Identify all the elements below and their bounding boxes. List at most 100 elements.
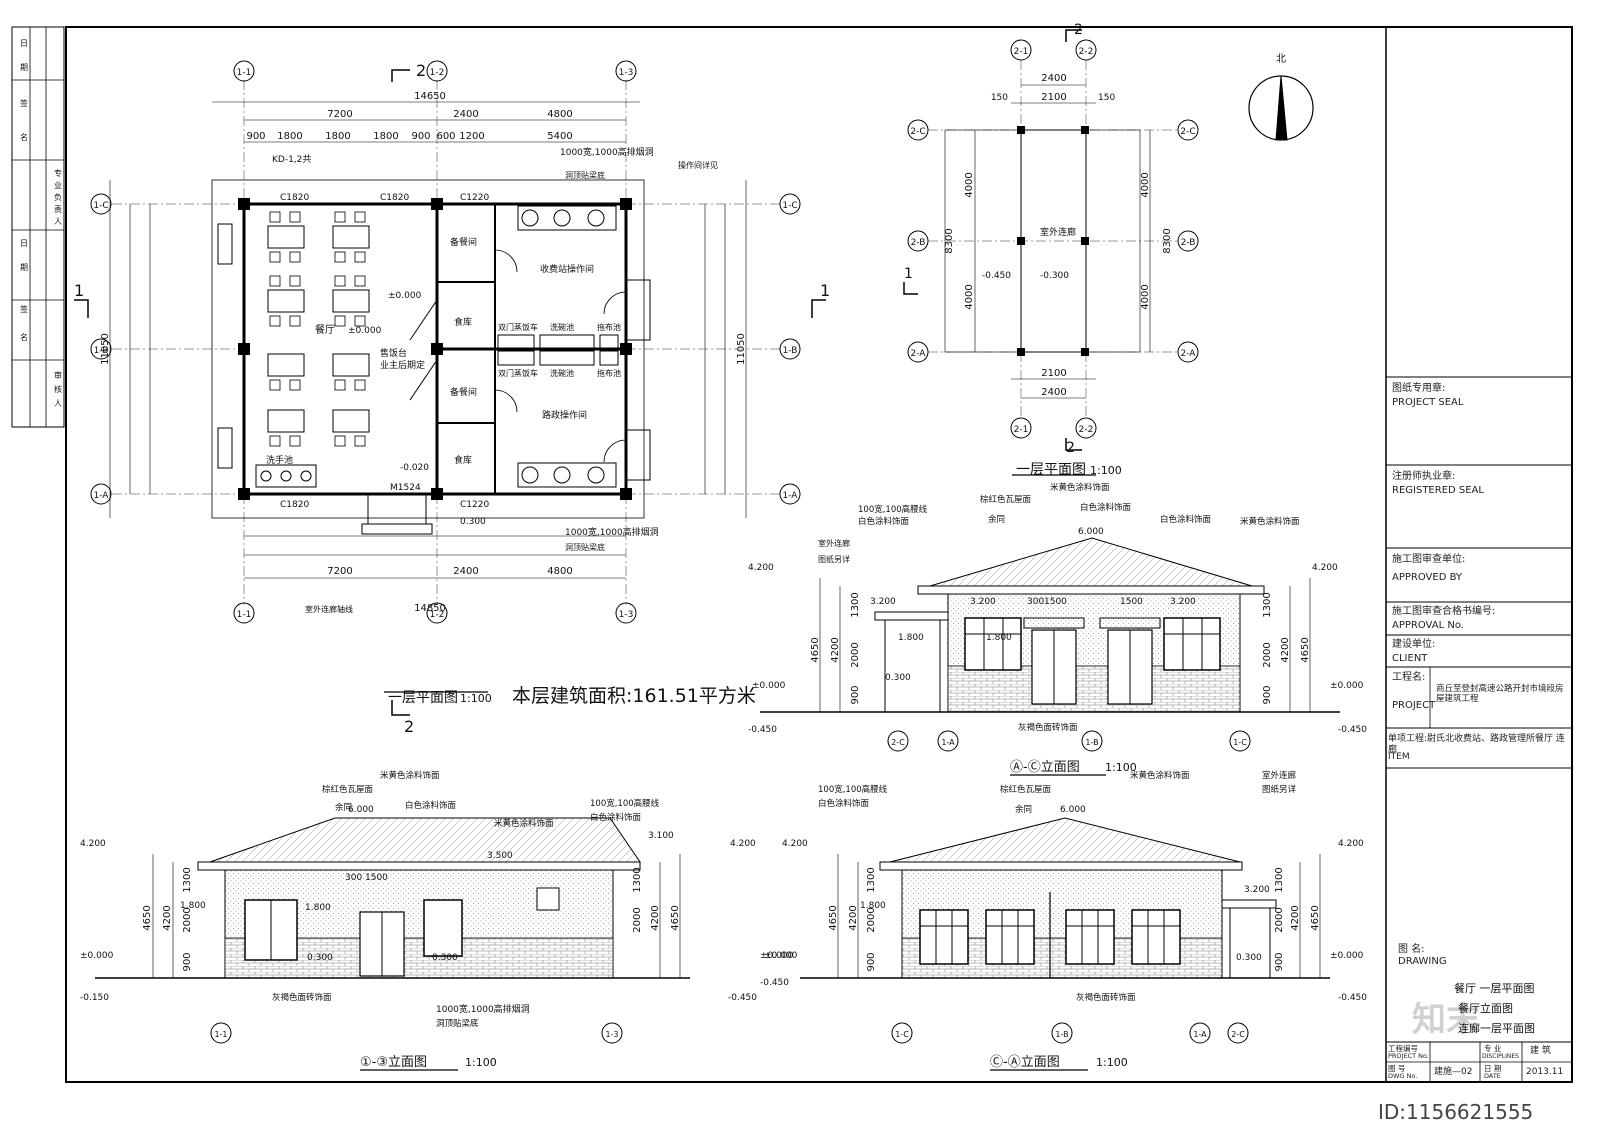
stamp-label: 签 xyxy=(20,304,28,314)
dim: 2000 xyxy=(182,907,193,932)
axis-label: 1-1 xyxy=(237,610,252,620)
level: 3.200 xyxy=(1244,885,1270,895)
dim: 4200 xyxy=(650,905,661,930)
dim: 4800 xyxy=(547,566,572,577)
level: ±0.000 xyxy=(764,951,798,961)
dim: 5400 xyxy=(547,131,572,142)
room-label: 业主后期定 xyxy=(380,359,425,371)
footer-label: 图 号 xyxy=(1388,1064,1406,1073)
level: 1.800 xyxy=(180,901,206,911)
room-label: 拖布池 xyxy=(597,322,621,332)
note: 1000宽,1000高排烟洞 xyxy=(565,526,659,538)
note: 白色涂料饰面 xyxy=(1080,502,1132,513)
dim: 4650 xyxy=(670,905,681,930)
note: 室外连廊 xyxy=(1262,770,1297,781)
level: 6.000 xyxy=(348,805,374,815)
elevation-scale: 1:100 xyxy=(1105,761,1137,774)
axis-label: 2-1 xyxy=(1014,425,1029,435)
elevation-title: ①-③立面图 xyxy=(360,1055,427,1070)
section-mark: 1 xyxy=(904,266,913,282)
stamp-column xyxy=(11,26,65,428)
corridor-plan xyxy=(903,29,1314,476)
axis-label: 1-1 xyxy=(214,1030,227,1039)
room-label: 双门蒸饭车 xyxy=(498,368,538,378)
drawing-name: 餐厅立面图 xyxy=(1458,1002,1513,1015)
window-tag: M1524 xyxy=(390,483,421,493)
axis-label: 1-C xyxy=(895,1030,909,1039)
elevation-scale: 1:100 xyxy=(465,1056,497,1069)
elev: ±0.000 xyxy=(388,291,422,301)
axis-label: 1-B xyxy=(94,346,109,356)
note: 灰褐色面砖饰面 xyxy=(272,992,332,1003)
dim: 1300 xyxy=(850,592,861,617)
dim: 11050 xyxy=(736,333,747,365)
project-name: 商丘至登封高速公路开封市境段房屋建筑工程 xyxy=(1436,684,1564,705)
watermark-logo: 知末 xyxy=(1412,1000,1480,1040)
dim: 1300 xyxy=(632,867,643,892)
drawing-name: 餐厅 一层平面图 xyxy=(1454,982,1535,995)
window-tag: C1820 xyxy=(280,500,309,510)
dim: 2100 xyxy=(1041,368,1066,379)
dim: 1300 xyxy=(1274,867,1285,892)
level: ±0.000 xyxy=(1330,951,1364,961)
level: ±0.000 xyxy=(80,951,114,961)
level: -0.450 xyxy=(760,978,789,988)
dim: 300 xyxy=(345,873,362,883)
dim: 900 xyxy=(850,685,861,704)
elevation-13 xyxy=(95,817,690,1071)
seal-label-en: PROJECT SEAL xyxy=(1392,397,1464,408)
note: 白色涂料饰面 xyxy=(858,516,910,527)
axis-label: 1-C xyxy=(782,201,797,211)
axis-label: 2-A xyxy=(1181,349,1197,359)
dim: 4200 xyxy=(162,905,173,930)
room-label: 双门蒸饭车 xyxy=(498,322,538,332)
note: 米黄色涂料饰面 xyxy=(1050,482,1110,493)
axis-label: 1-A xyxy=(941,738,955,747)
section-mark: 1 xyxy=(74,281,84,300)
stamp-label: 期 xyxy=(20,263,28,272)
dim: 1500 xyxy=(1120,597,1143,607)
axis-label: 1-1 xyxy=(237,68,252,78)
note: 图纸另详 xyxy=(818,554,850,564)
elev: -0.300 xyxy=(1040,271,1069,281)
axis-label: 2-B xyxy=(911,238,926,248)
elevation-ac xyxy=(760,537,1340,776)
stamp-label: 期 xyxy=(20,63,28,72)
dim: 11050 xyxy=(100,333,111,365)
note: 米黄色涂料饰面 xyxy=(1130,770,1190,781)
note: 100宽,100高腰线 xyxy=(858,504,928,515)
dim: 900 xyxy=(182,952,193,971)
footer-label: 日 期 xyxy=(1484,1064,1502,1073)
level: 3.200 xyxy=(1170,597,1196,607)
level: 4.200 xyxy=(80,839,106,849)
dim: 7200 xyxy=(327,566,352,577)
dim: 4000 xyxy=(964,284,975,309)
dim: 2400 xyxy=(453,566,478,577)
level: -0.450 xyxy=(1338,993,1367,1003)
dim: 2000 xyxy=(850,642,861,667)
dim: 2000 xyxy=(1262,642,1273,667)
axis-label: 2-2 xyxy=(1079,47,1094,57)
note: 操作间详见 xyxy=(678,160,718,170)
elev: 0.300 xyxy=(460,517,486,527)
elev: -0.020 xyxy=(400,463,429,473)
dim: 1500 xyxy=(365,873,388,883)
window-tag: C1220 xyxy=(460,500,489,510)
discipline-value: 建 筑 xyxy=(1530,1046,1551,1056)
level: 0.300 xyxy=(307,953,333,963)
note: 图纸另详 xyxy=(1262,784,1297,795)
level: 0.300 xyxy=(885,673,911,683)
window-tag: C1820 xyxy=(280,193,309,203)
note: 100宽,100高腰线 xyxy=(818,784,888,795)
stamp-label: 业 xyxy=(54,180,62,190)
axis-label: 1-2 xyxy=(430,610,445,620)
section-mark: 2 xyxy=(1066,440,1075,456)
plan-title: 一层平面图 xyxy=(388,690,458,706)
dim: 1300 xyxy=(866,867,877,892)
level: 0.300 xyxy=(432,953,458,963)
project-label: 工程名: xyxy=(1392,672,1426,683)
dim: 4200 xyxy=(1280,637,1291,662)
sheet-border xyxy=(65,26,1573,1083)
item-label: 单项工程:尉氏北收费站、路政管理所餐厅 连廊 xyxy=(1388,734,1565,755)
